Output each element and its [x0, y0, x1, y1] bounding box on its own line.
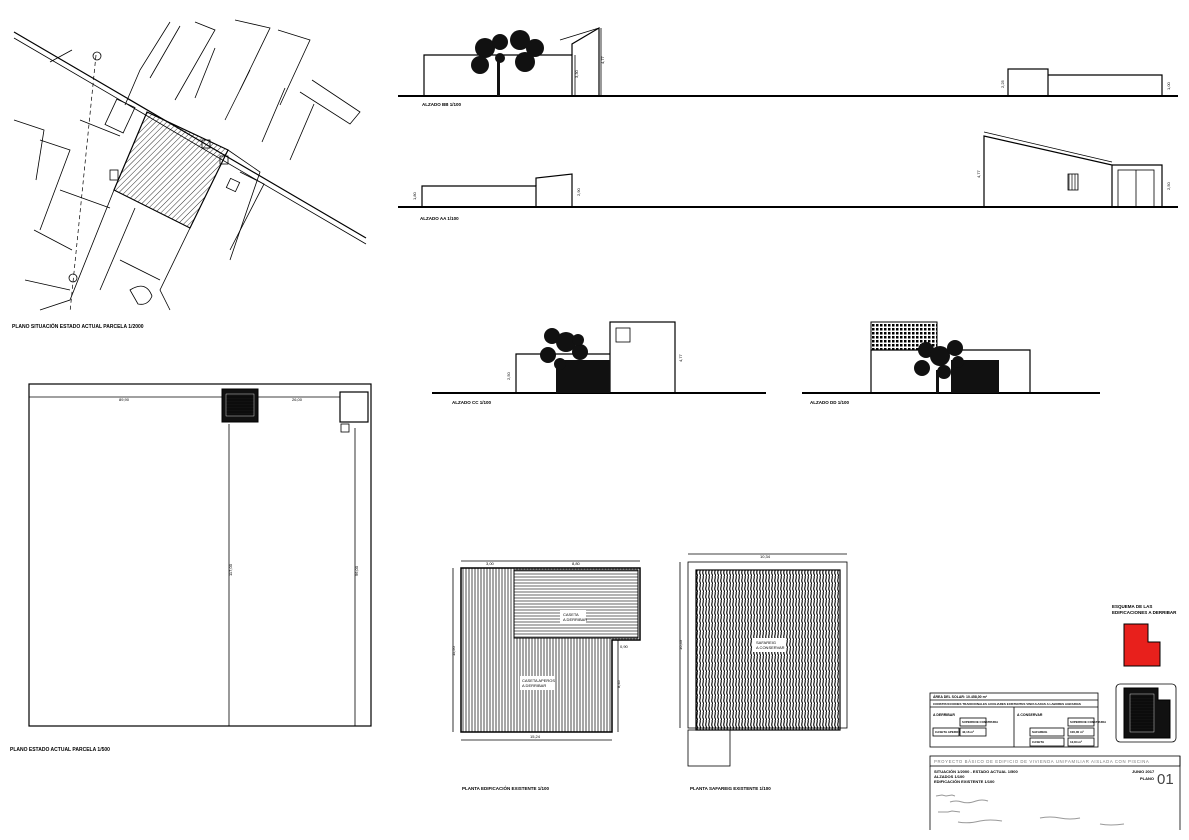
dim-text: 26,00	[292, 397, 303, 402]
dim-text: 8,45	[616, 679, 621, 688]
tree-icon	[914, 340, 964, 393]
dim-text: 3,30	[574, 69, 579, 78]
esquema-title: ESQUEMA DE LAS	[1112, 604, 1152, 609]
superficie-header: SUPERFICIE CONSTRUIDA	[1070, 720, 1106, 724]
sheet-line-3: EDIFICACIÓN EXISTENTE 1/100	[934, 779, 995, 784]
signature-scribbles	[935, 794, 1125, 826]
situacion-label: PLANO SITUACIÓN ESTADO ACTUAL PARCELA 1/…	[12, 322, 144, 330]
room-label: A CONSERVAR	[756, 645, 785, 650]
alzado-cc-label: ALZADO CC 1/100	[452, 400, 492, 405]
parcel-hatched	[113, 111, 229, 229]
dim-text: 2,25	[1000, 79, 1005, 88]
safareig-value: 100,00 m²	[1070, 730, 1084, 734]
dim-text: 8,80	[572, 561, 581, 566]
superficie-header: SUPERFICIE CONSTRUIDA	[962, 720, 998, 724]
dim-text: 117,00	[228, 563, 233, 576]
sheet-line-1: SITUACIÓN 1/2000 - ESTADO ACTUAL 1/500	[934, 769, 1019, 774]
window-icon	[615, 327, 631, 343]
pond-outline	[129, 285, 153, 305]
dim-text: 1,00	[1166, 81, 1171, 90]
dim-text: 89,90	[119, 397, 130, 402]
dim-text: 4,77	[976, 169, 981, 178]
caseta-name: CASETA	[1032, 740, 1045, 744]
dim-text: 4,77	[600, 55, 605, 64]
room-label: CASETA	[563, 612, 579, 617]
plot-boundaries	[13, 19, 361, 311]
derribar-red-shape	[1123, 623, 1161, 667]
alzado-dd-label: ALZADO DD 1/100	[810, 400, 850, 405]
dim-text: 96,00	[354, 565, 359, 576]
planta-safareig-label: PLANTA SAFAREIG EXISTENTE 1/100	[690, 786, 771, 791]
room-label: CASETA APEROS	[522, 678, 555, 683]
tree-icon	[471, 30, 544, 96]
caseta-aperos: CASETA APEROS	[935, 730, 960, 734]
sheet-line-2: ALZADOS 1/100	[934, 774, 965, 779]
dim-text: 2,50	[506, 371, 511, 380]
small-building	[225, 177, 241, 193]
alzado-dd: ALZADO DD 1/100	[802, 321, 1100, 405]
parcela-plan: 89,90 26,00 117,00 96,00 PLANO ESTADO AC…	[10, 383, 372, 753]
planta-edificacion: 3,00 8,80 11,50 0,90 8,45 15,24 CASETA A…	[451, 560, 641, 791]
dim-text: 2,90	[576, 187, 581, 196]
dim-text: 4,77	[678, 353, 683, 362]
planta-safareig: 10,34 10,43 SAFAREIG A CONSERVAR PLANTA …	[678, 553, 848, 791]
construcciones-label: CONSTRUCCIONES TRADICIONALES AUXILIARES …	[933, 702, 1081, 706]
dim-text: 2,50	[1166, 181, 1171, 190]
dim-text: 11,50	[451, 646, 456, 656]
plano-label: PLANO	[1140, 776, 1154, 781]
small-building	[109, 169, 119, 181]
window-icon	[1067, 173, 1079, 191]
planta-edif-label: PLANTA EDIFICACIÓN EXISTENTE 1/100	[462, 784, 550, 791]
axis-marker	[92, 51, 102, 61]
date: JUNIO 2017	[1132, 769, 1155, 774]
area-label: ÁREA DEL SOLAR: 10.458,00 m²	[933, 694, 988, 699]
dim-text: 1,80	[412, 191, 417, 200]
caseta-aperos-value: 42,16 m²	[962, 730, 974, 734]
plano-number: 01	[1157, 771, 1174, 788]
room-label: SAFAREIG	[756, 640, 776, 645]
caseta-value: 12,84 m²	[1070, 740, 1082, 744]
dim-text: 10,34	[760, 554, 771, 559]
axis-marker	[68, 273, 78, 283]
esquema-subtitle: EDIFICACIONES A DERRIBAR	[1112, 610, 1177, 615]
dim-text: 3,00	[486, 561, 495, 566]
project-title: PROYECTO BÁSICO DE EDIFICIO DE VIVIENDA …	[934, 759, 1149, 764]
esquema: ESQUEMA DE LAS EDIFICACIONES A DERRIBAR	[1112, 604, 1177, 743]
dim-text: 15,24	[530, 734, 541, 739]
room-label: A DERRIBAR	[522, 683, 546, 688]
safareig-block	[339, 391, 369, 423]
parcel-outline	[28, 383, 372, 727]
room-label: A DERRIBAR	[563, 617, 587, 622]
a-conservar: A CONSERVAR	[1017, 713, 1043, 717]
dim-text: 0,90	[620, 644, 629, 649]
safareig-name: SAFAREIG	[1032, 730, 1048, 734]
small-building	[201, 139, 211, 149]
situacion-plan: PLANO SITUACIÓN ESTADO ACTUAL PARCELA 1/…	[12, 19, 367, 330]
alzado-bb: 3,30 4,77 2,25 1,00 ALZADO BB 1/100	[398, 26, 1178, 107]
small-building	[219, 155, 229, 165]
parcela-label: PLANO ESTADO ACTUAL PARCELA 1/500	[10, 747, 110, 753]
alzado-aa: 1,80 2,90 4,77 2,50 ALZADO AA 1/100	[398, 131, 1178, 221]
alzado-cc: 2,50 4,77 ALZADO CC 1/100	[432, 321, 766, 405]
axis-line	[69, 54, 97, 313]
tree-icon	[540, 328, 588, 393]
small-building	[104, 98, 136, 134]
alzado-bb-label: ALZADO BB 1/100	[422, 102, 462, 107]
alzado-aa-label: ALZADO AA 1/100	[420, 216, 459, 221]
dim-text: 10,43	[678, 639, 683, 650]
title-block: ÁREA DEL SOLAR: 10.458,00 m² CONSTRUCCIO…	[929, 692, 1181, 830]
a-derribar: A DERRIBAR	[933, 713, 955, 717]
